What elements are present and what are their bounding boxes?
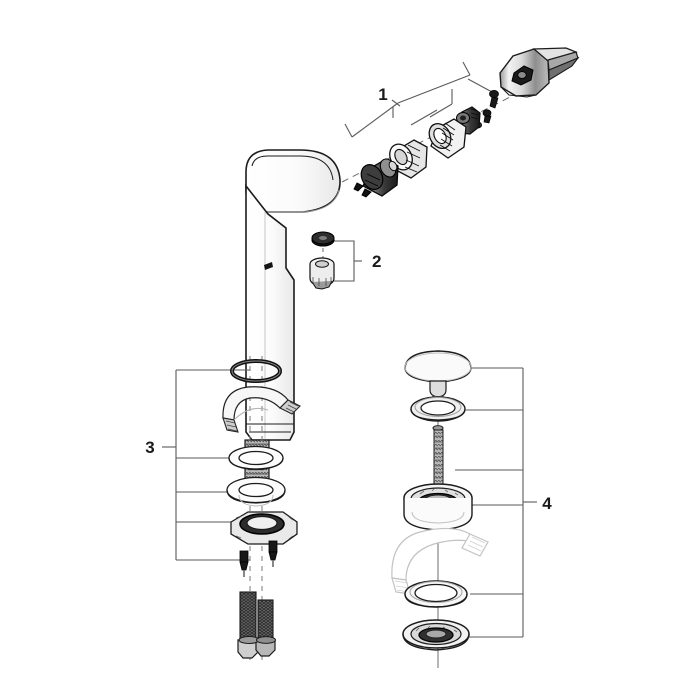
callout-label-2: 2 [372,252,381,271]
callout-label-3: 3 [145,438,154,457]
callout-label-1: 1 [378,85,387,104]
part-aerator-housing [309,257,335,290]
group-2-aerator: 2 [309,231,381,290]
group-3-mounting-hardware: 3 [145,356,301,660]
part-rubber-gasket [404,580,468,608]
part-faucet-body [244,149,341,481]
part-pop-up-stopper [404,350,472,403]
part-aerator-seal [311,231,335,247]
part-basin-wall-ghost [391,527,489,595]
leader-callout-1 [391,99,401,107]
part-lock-nut [402,619,470,651]
group-1-handle-cartridge: 1 [341,47,580,198]
part-handle-set-screw [489,90,499,109]
part-mounting-screw-right [268,540,278,567]
part-mounting-screw-left [239,550,249,577]
part-mounting-plate [230,511,298,545]
part-drain-flange-body [403,483,473,531]
part-o-ring-seal [230,359,282,383]
bracket-group-1 [344,61,493,138]
group-4-popup-waste: 4 [391,350,552,668]
part-lever-handle [499,47,580,98]
part-stabilizer-bracket [222,386,301,433]
part-washer-thin [228,445,284,471]
body-marker [264,262,273,270]
part-stopper-seal-ring [410,396,466,422]
part-handle-adapter-sleeve [454,106,481,135]
bracket-group-4 [455,367,537,638]
callout-label-4: 4 [542,494,552,513]
part-cap-ring-sleeve [428,118,467,159]
part-washer-thick [226,476,286,507]
part-mixer-cartridge [353,158,399,198]
part-flexible-hoses [237,591,276,659]
part-grub-screw [482,109,492,124]
